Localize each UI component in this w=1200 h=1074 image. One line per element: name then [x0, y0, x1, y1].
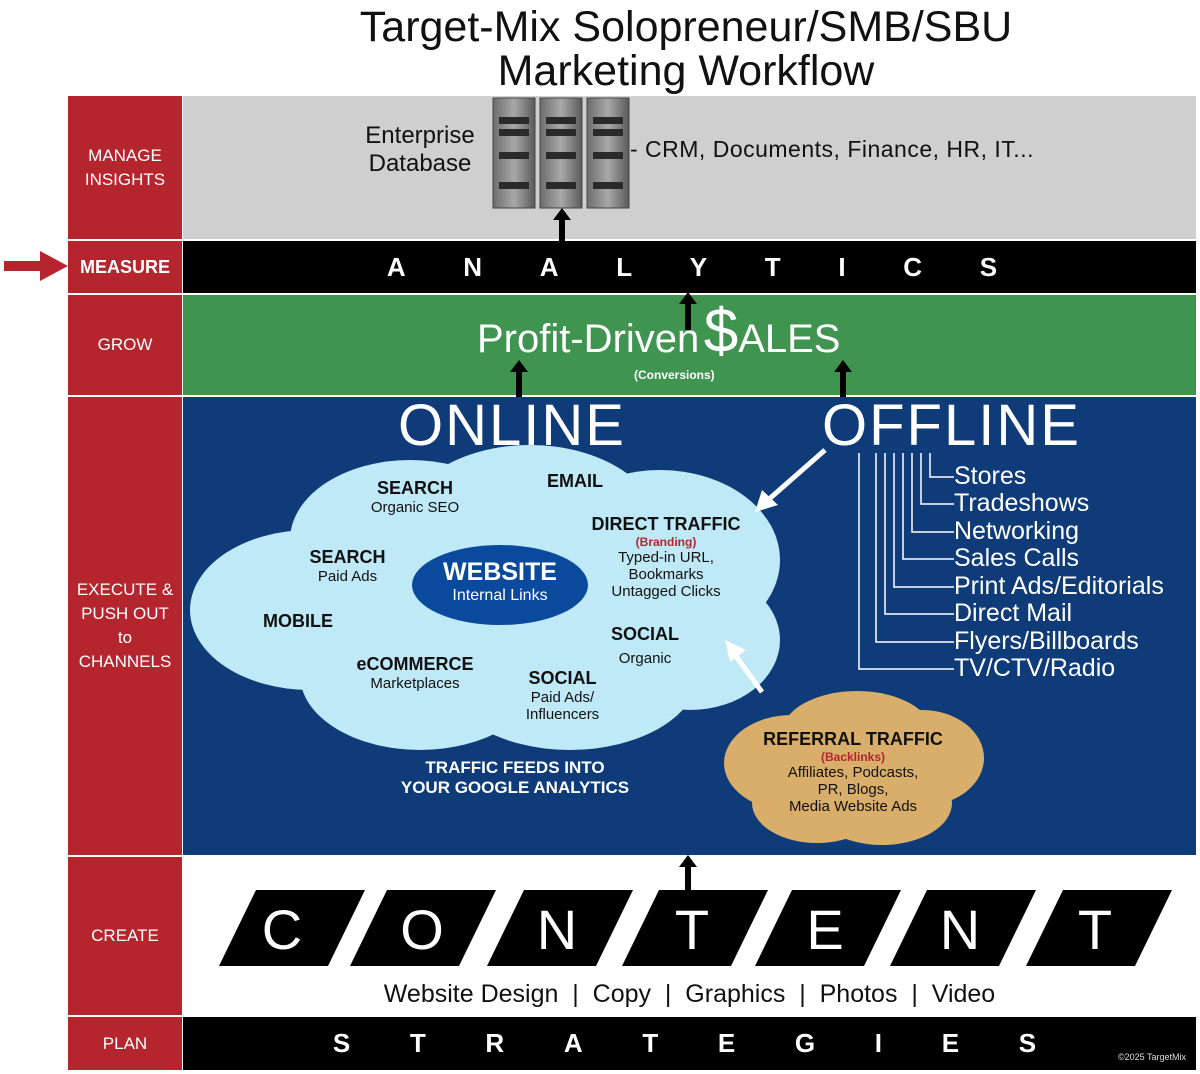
referral-cloud	[724, 691, 984, 845]
arrow-offline-to-direct-icon	[766, 448, 827, 502]
offline-item: Tradeshows	[954, 489, 1090, 517]
arrow-referral-to-cloud-icon	[732, 653, 765, 694]
arrowhead-icon	[725, 640, 746, 662]
arrow-up-icon	[510, 360, 528, 398]
arrow-up-icon	[834, 360, 852, 398]
sidebar-grow: GROW	[68, 295, 182, 395]
channel-mobile: MOBILE	[263, 611, 333, 631]
offline-item: Direct Mail	[954, 599, 1073, 627]
sidebar-create: CREATE	[68, 857, 182, 1015]
strategies-letter: S	[1018, 1028, 1037, 1058]
conversions-label: (Conversions)	[634, 368, 715, 382]
analytics-letter: A	[539, 251, 559, 282]
content-parallelograms	[219, 890, 1172, 966]
sidebar-measure: MEASURE	[68, 241, 182, 293]
content-letter: N	[939, 898, 981, 961]
strategies-letter: G	[794, 1028, 816, 1058]
arrow-up-icon	[553, 208, 571, 242]
analytics-letter: A	[386, 251, 406, 282]
offline-heading: OFFLINE	[822, 393, 1081, 458]
strategies-letter: A	[563, 1028, 583, 1058]
content-letter: T	[1077, 898, 1113, 961]
content-types: Website Design | Copy | Graphics | Photo…	[383, 980, 996, 1008]
profit-driven-sales: Profit-Driven $ALES	[477, 297, 841, 366]
analytics-letter: N	[463, 251, 483, 282]
copyright: ©2025 TargetMix	[1117, 1052, 1186, 1062]
online-channels-cloud	[190, 445, 780, 750]
measure-pointer-arrow-icon	[4, 251, 68, 281]
website-node[interactable]: WEBSITE Internal Links	[412, 545, 588, 625]
content-letter: N	[536, 898, 578, 961]
strategies-letter: S	[332, 1028, 351, 1058]
content-letter: E	[806, 898, 844, 961]
traffic-note: TRAFFIC FEEDS INTO YOUR GOOGLE ANALYTICS	[400, 758, 630, 797]
strategies-letter: E	[941, 1028, 960, 1058]
strategies-letter: T	[409, 1028, 426, 1058]
flow-arrows	[725, 448, 827, 694]
strategies-letter: R	[485, 1028, 505, 1058]
channel-email: EMAIL	[547, 471, 603, 491]
arrow-up-icon	[679, 855, 697, 893]
content-letter: C	[261, 898, 303, 961]
sidebar-plan: PLAN	[68, 1017, 182, 1070]
systems-list: - CRM, Documents, Finance, HR, IT...	[630, 136, 1034, 162]
offline-tree-lines	[858, 453, 954, 670]
strategies-letter: T	[642, 1028, 659, 1058]
analytics-letter: I	[838, 251, 846, 282]
offline-item: Print Ads/Editorials	[954, 572, 1164, 600]
title-line-1: Target-Mix Solopreneur/SMB/SBU	[359, 3, 1013, 51]
server-stack-icon	[492, 97, 630, 209]
referral-traffic: REFERRAL TRAFFIC (Backlinks) Affiliates,…	[763, 729, 943, 815]
analytics-letter: T	[764, 251, 781, 282]
arrow-up-icon	[679, 292, 697, 330]
strategies-letter: E	[717, 1028, 736, 1058]
offline-item: Sales Calls	[954, 544, 1080, 572]
analytics-letter: Y	[689, 251, 708, 282]
title-line-2: Marketing Workflow	[497, 47, 875, 95]
content-letter: O	[400, 898, 444, 961]
offline-item: Flyers/Billboards	[954, 627, 1139, 655]
analytics-letter: L	[616, 251, 633, 282]
enterprise-database-label: Enterprise Database	[365, 122, 475, 177]
sidebar-manage-insights: MANAGE INSIGHTS	[68, 96, 182, 239]
channel-direct-traffic: DIRECT TRAFFIC (Branding) Typed-in URL, …	[591, 514, 741, 600]
sidebar-execute: EXECUTE & PUSH OUT to CHANNELS	[68, 397, 182, 855]
offline-item: TV/CTV/Radio	[954, 654, 1116, 682]
offline-item: Stores	[954, 462, 1027, 490]
content-letter: T	[674, 898, 710, 961]
insights-band	[183, 96, 1196, 239]
strategies-band: S T R A T E G I E S	[183, 1017, 1196, 1070]
analytics-band: A N A L Y T I C S	[183, 241, 1196, 293]
analytics-letter: C	[903, 251, 923, 282]
analytics-letter: S	[979, 251, 998, 282]
arrowhead-icon	[755, 490, 778, 512]
strategies-letter: I	[874, 1028, 883, 1058]
offline-item: Networking	[954, 517, 1080, 545]
